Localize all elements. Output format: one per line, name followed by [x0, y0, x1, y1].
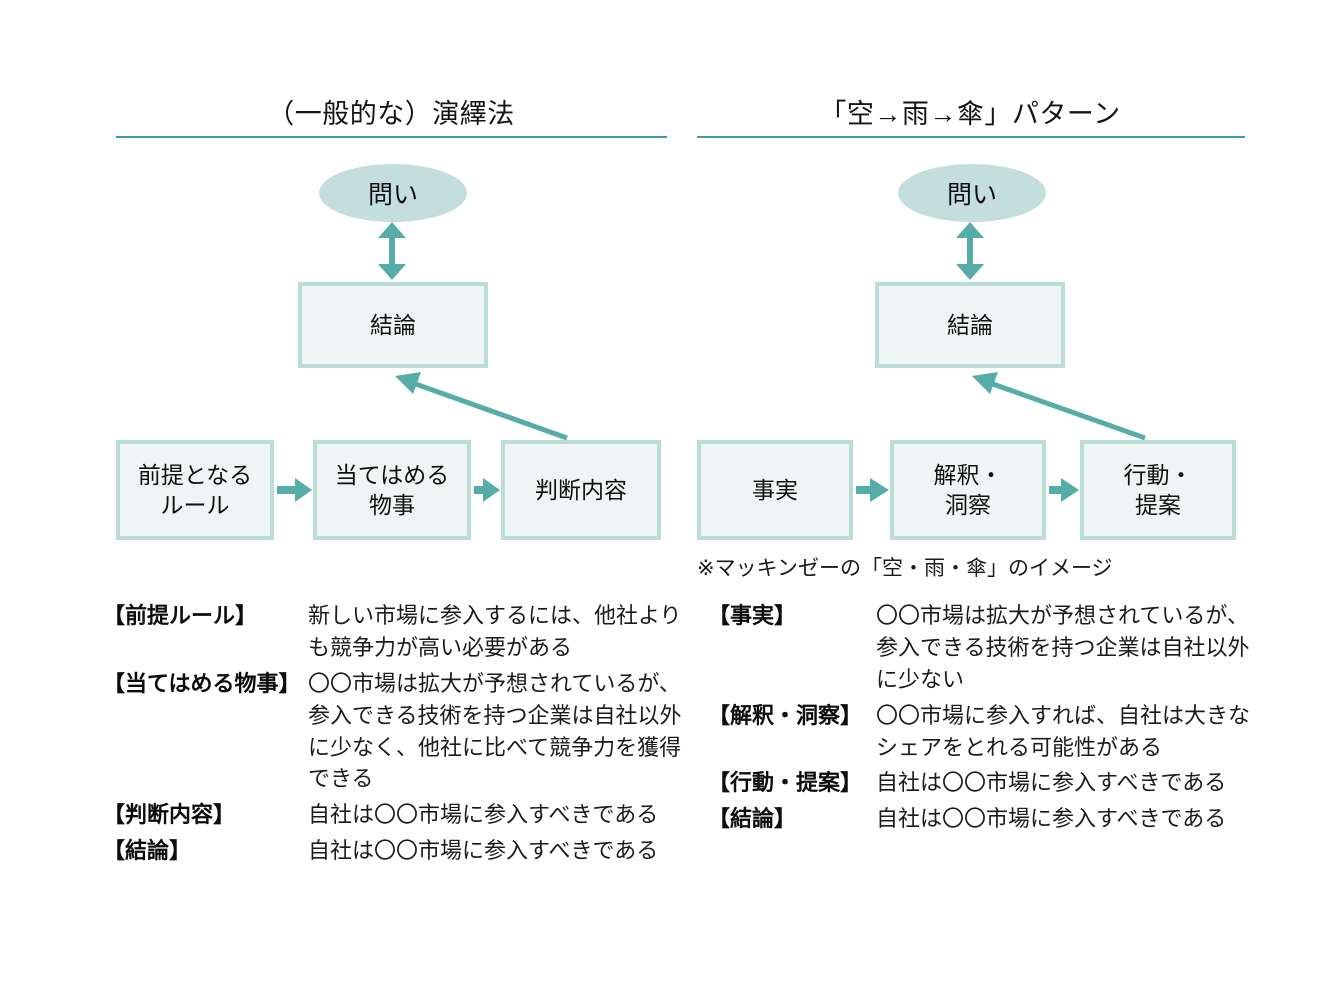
detail-label: 【行動・提案】	[708, 770, 863, 796]
flow-box-label: 当てはめる 物事	[335, 460, 450, 521]
flow-box-line: 物事	[368, 492, 415, 518]
flow-arrow-1-left	[277, 478, 312, 502]
detail-label: 【解釈・洞察】	[708, 702, 863, 728]
question-ellipse-right: 問い	[898, 164, 1046, 222]
flow-box-judgement: 判断内容	[501, 440, 661, 540]
flow-box-line: ルール	[160, 492, 230, 518]
detail-value: 自社は〇〇市場に参入すべきである	[876, 806, 1227, 832]
detail-label: 【結論】	[103, 838, 192, 864]
flow-arrow-2-right	[1049, 478, 1079, 502]
detail-value: 自社は〇〇市場に参入すべきである	[876, 770, 1227, 796]
flow-box-label: 判断内容	[535, 476, 627, 503]
detail-value: 自社は〇〇市場に参入すべきである	[308, 802, 659, 828]
flow-box-premise-rule: 前提となる ルール	[116, 440, 274, 540]
diagonal-arrow-to-conclusion-right	[972, 372, 1146, 441]
detail-value: 〇〇市場に参入すれば、自社は大きなシェアをとれる可能性がある	[876, 702, 1251, 760]
double-arrow-question-conclusion-right	[956, 222, 984, 280]
question-ellipse-label-left: 問い	[367, 181, 418, 209]
conclusion-box-label-left: 結論	[370, 311, 416, 338]
conclusion-box-right: 結論	[875, 282, 1065, 368]
deduction-panel: （一般的な）演繹法 問い 結論 前提となる ルール 当てはめる 物事 判断内容	[103, 99, 693, 871]
source-note-right: ※マッキンゼーの「空・雨・傘」のイメージ	[697, 557, 1113, 580]
detail-row: 【判断内容】 自社は〇〇市場に参入すべきである	[103, 799, 693, 831]
detail-label: 【前提ルール】	[103, 603, 258, 628]
detail-value: 新しい市場に参入するには、他社よりも競争力が高い必要がある	[308, 603, 682, 660]
flow-box-applied-matter: 当てはめる 物事	[313, 440, 471, 540]
flow-box-label: 前提となる ルール	[138, 460, 252, 521]
detail-label: 【結論】	[708, 806, 797, 832]
detail-value: 自社は〇〇市場に参入すべきである	[308, 838, 659, 864]
flow-box-line: 洞察	[945, 492, 991, 518]
detail-label: 【判断内容】	[103, 802, 236, 828]
question-ellipse-left: 問い	[319, 164, 467, 222]
detail-row: 【当てはめる物事】 〇〇市場は拡大が予想されているが、参入できる技術を持つ企業は…	[103, 668, 693, 796]
detail-row: 【結論】 自社は〇〇市場に参入すべきである	[708, 803, 1308, 835]
detail-label: 【当てはめる物事】	[103, 670, 301, 696]
double-arrow-question-conclusion-left	[378, 222, 406, 280]
sky-rain-umbrella-panel: 「空→雨→傘」パターン 問い 結論 事実 解釈・ 洞察 行動・ 提案	[690, 0, 1332, 986]
flow-box-label: 行動・ 提案	[1124, 460, 1193, 521]
detail-row: 【結論】 自社は〇〇市場に参入すべきである	[103, 835, 693, 867]
conclusion-box-label-right: 結論	[947, 311, 993, 338]
flow-box-line: 提案	[1135, 492, 1181, 518]
detail-label: 【事実】	[708, 603, 797, 628]
flow-box-interpretation-insight: 解釈・ 洞察	[890, 440, 1046, 540]
panel-title-deduction: （一般的な）演繹法	[267, 99, 515, 129]
title-divider-left	[116, 136, 667, 138]
title-divider-right	[697, 136, 1245, 138]
flow-box-line: 行動・	[1123, 461, 1193, 488]
detail-row: 【行動・提案】 自社は〇〇市場に参入すべきである	[708, 767, 1308, 799]
flow-arrow-1-right	[856, 478, 889, 502]
detail-row: 【解釈・洞察】 〇〇市場に参入すれば、自社は大きなシェアをとれる可能性がある	[708, 700, 1308, 764]
detail-row: 【前提ルール】 新しい市場に参入するには、他社よりも競争力が高い必要がある	[103, 600, 693, 664]
panel-title-sky-rain-umbrella: 「空→雨→傘」パターン	[819, 99, 1121, 129]
conclusion-box-left: 結論	[298, 282, 488, 368]
flow-box-action-proposal: 行動・ 提案	[1080, 440, 1236, 540]
flow-box-label: 解釈・ 洞察	[934, 460, 1003, 521]
detail-value: 〇〇市場は拡大が予想されているが、参入できる技術を持つ企業は自社以外に少ない	[876, 603, 1250, 692]
flow-box-line: 解釈・	[933, 461, 1003, 488]
question-ellipse-label-right: 問い	[946, 181, 997, 209]
detail-list-right: 【事実】 〇〇市場は拡大が予想されているが、参入できる技術を持つ企業は自社以外に…	[708, 600, 1308, 839]
detail-row: 【事実】 〇〇市場は拡大が予想されているが、参入できる技術を持つ企業は自社以外に…	[708, 600, 1308, 696]
flow-arrow-2-left	[474, 478, 500, 502]
flow-box-label: 事実	[752, 476, 798, 503]
flow-box-line: 前提となる	[137, 461, 253, 488]
detail-list-left: 【前提ルール】 新しい市場に参入するには、他社よりも競争力が高い必要がある 【当…	[103, 600, 693, 871]
flow-box-line: 当てはめる	[334, 461, 450, 488]
detail-value: 〇〇市場は拡大が予想されているが、参入できる技術を持つ企業は自社以外に少なく、他…	[308, 670, 682, 792]
flow-box-fact: 事実	[697, 440, 853, 540]
diagonal-arrow-to-conclusion-left	[395, 372, 568, 441]
